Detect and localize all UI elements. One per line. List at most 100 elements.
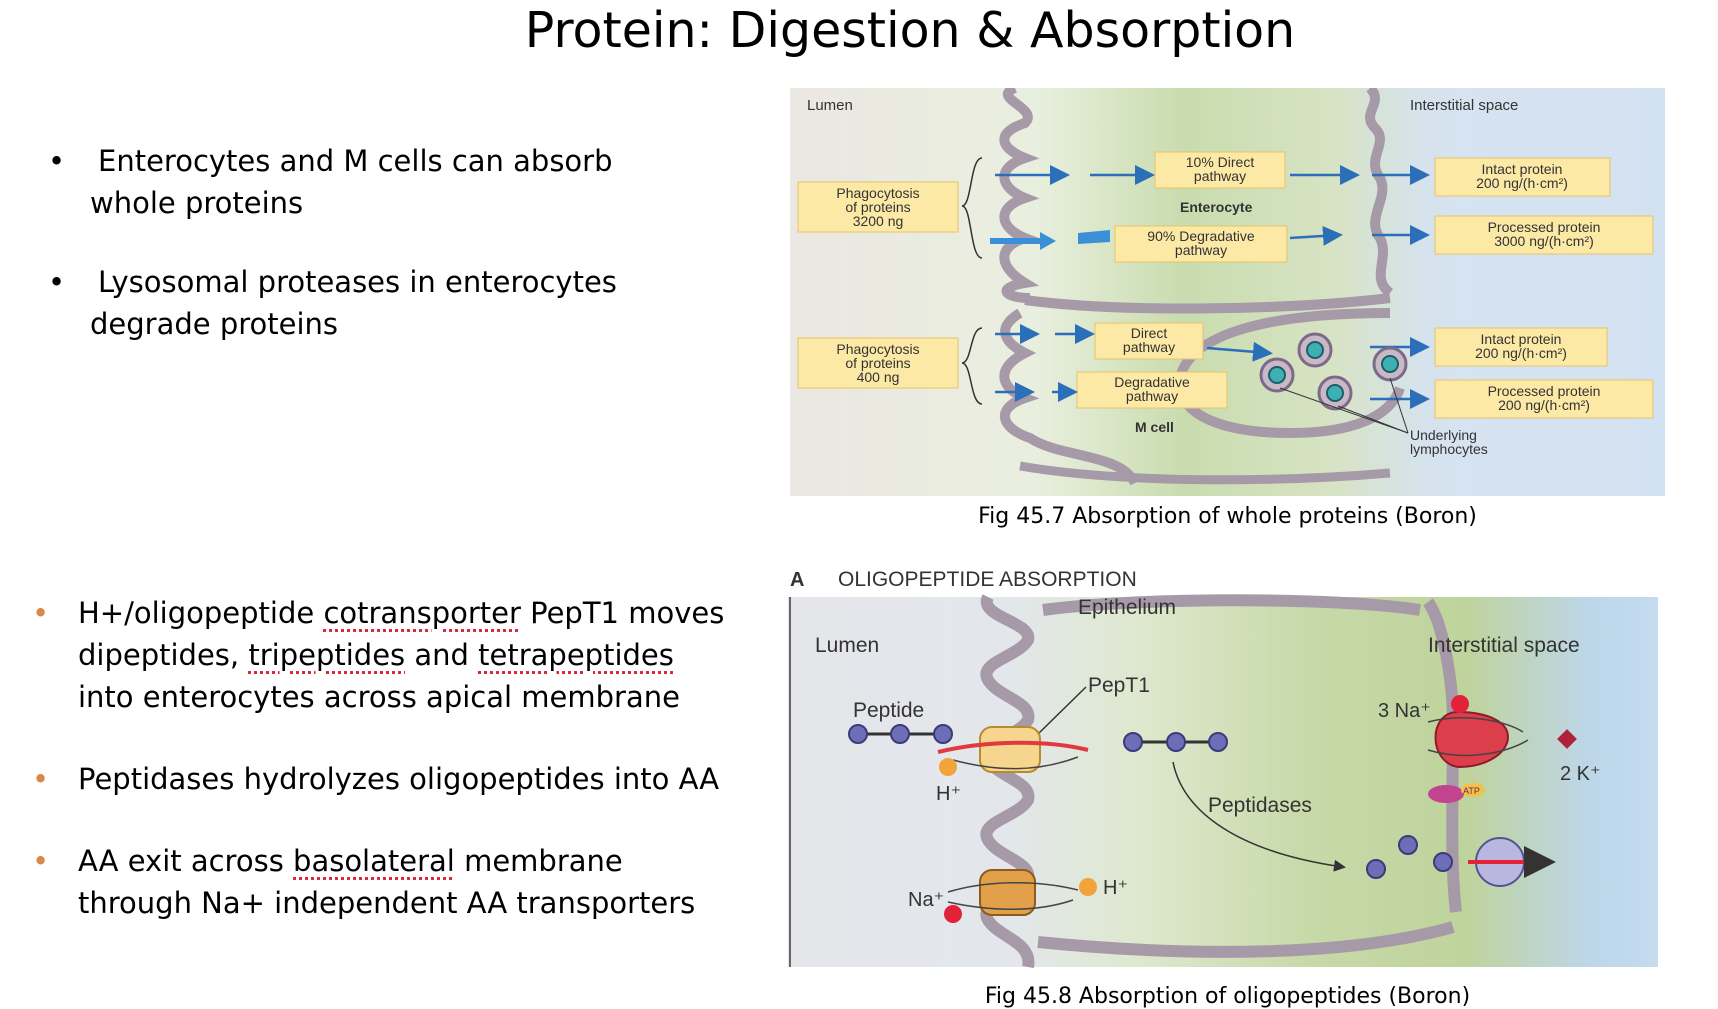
- box-text: 3000 ng/(h·cm²): [1494, 233, 1594, 249]
- bullet-dot: •: [32, 762, 50, 796]
- bottom-membrane: [1019, 461, 1391, 485]
- apical-membrane: [999, 88, 1040, 303]
- panel-title: OLIGOPEPTIDE ABSORPTION: [838, 568, 1137, 591]
- misspelled-word: cotransporter: [323, 596, 521, 630]
- box-text: pathway: [1175, 242, 1227, 258]
- atp-label: ATP: [1463, 786, 1480, 796]
- list-item: • Enterocytes and M cells can absorb who…: [48, 140, 728, 224]
- bullet-dot: •: [48, 265, 66, 299]
- lymphocyte-label: Underlying: [1410, 427, 1477, 443]
- bullet-line: Lysosomal proteases in enterocytes: [98, 265, 617, 299]
- box-text: Direct: [1131, 325, 1168, 341]
- list-item: • Peptidases hydrolyzes oligopeptides in…: [32, 758, 732, 800]
- list-item: • H+/oligopeptide cotransporter PepT1 mo…: [32, 592, 732, 718]
- degr90-box: [1114, 225, 1288, 263]
- direct-box: [1094, 322, 1204, 360]
- peptide-chain: [848, 724, 953, 744]
- box-text: Processed protein: [1488, 219, 1601, 235]
- text-run: membrane: [454, 844, 623, 878]
- bullet-line: Enterocytes and M cells can absorb: [98, 144, 613, 178]
- basolateral-membrane: [1365, 88, 1394, 297]
- misspelled-word: tripeptides: [248, 638, 406, 672]
- box-text: 400 ng: [857, 369, 900, 385]
- box-text: Degradative: [1114, 374, 1190, 390]
- direct10-box: [1154, 151, 1286, 189]
- enterocyte-label: Enterocyte: [1180, 199, 1253, 215]
- whole-protein-absorption-figure: Lumen Interstitial space Enterocyte M ce…: [790, 88, 1665, 496]
- na-ion: [944, 905, 962, 923]
- fig1-background: [790, 88, 1665, 496]
- degr-box: [1076, 371, 1228, 409]
- box-text: Intact protein: [1482, 161, 1563, 177]
- box-text: of proteins: [845, 355, 910, 371]
- output-box-1: [1434, 157, 1611, 197]
- phagocytosis-box-1: [797, 181, 959, 233]
- text-run: dipeptides,: [78, 638, 249, 672]
- box-text: 10% Direct: [1186, 154, 1255, 170]
- interstitial-label: Interstitial space: [1428, 634, 1580, 657]
- cell-junction: [1024, 293, 1391, 314]
- text-run: AA exit across: [78, 844, 294, 878]
- page-title: Protein: Digestion & Absorption: [524, 2, 1296, 59]
- basal-junction: [1037, 921, 1455, 958]
- box-text: pathway: [1126, 388, 1178, 404]
- text-run: into enterocytes across apical membrane: [78, 680, 680, 714]
- pept1-pointer: [1037, 686, 1087, 735]
- na-h-exchanger: [947, 869, 1079, 916]
- atp-molecule: [1428, 783, 1485, 803]
- top-bullet-list: • Enterocytes and M cells can absorb who…: [48, 140, 728, 382]
- bullet-dot: •: [48, 144, 66, 178]
- text-run: PepT1 moves: [520, 596, 725, 630]
- peptide-label: Peptide: [853, 699, 924, 722]
- box-text: Phagocytosis: [836, 185, 919, 201]
- lymphocyte-label: lymphocytes: [1410, 441, 1488, 457]
- h-ion: [1079, 878, 1097, 896]
- list-item: • Lysosomal proteases in enterocytes deg…: [48, 261, 728, 345]
- na-k-pump: [1427, 710, 1529, 769]
- figure-caption: Fig 45.8 Absorption of oligopeptides (Bo…: [984, 984, 1471, 1009]
- box-text: pathway: [1194, 168, 1246, 184]
- thick-arrows: [990, 230, 1110, 250]
- box-text: of proteins: [845, 199, 910, 215]
- brace-2: [961, 327, 983, 405]
- amino-acids: [1366, 835, 1453, 879]
- lumen-label: Lumen: [815, 634, 879, 657]
- box-text: 3200 ng: [853, 213, 904, 229]
- h-label-2: H⁺: [1103, 877, 1128, 899]
- box-text: 200 ng/(h·cm²): [1476, 175, 1568, 191]
- na-label: Na⁺: [908, 889, 944, 911]
- mcell-pocket: [1174, 308, 1405, 439]
- box-text: 200 ng/(h·cm²): [1498, 397, 1590, 413]
- bullet-line: degrade proteins: [90, 307, 339, 341]
- bullet-dot: •: [32, 596, 50, 630]
- box-text: 200 ng/(h·cm²): [1475, 345, 1567, 361]
- text-run: H+/oligopeptide: [78, 596, 324, 630]
- figure-caption: Fig 45.7 Absorption of whole proteins (B…: [978, 504, 1477, 529]
- na-ion: [1451, 695, 1469, 713]
- output-box-4: [1434, 379, 1654, 419]
- box-text: Intact protein: [1481, 331, 1562, 347]
- pept1-label: PepT1: [1088, 674, 1150, 697]
- fig2-background: [788, 597, 1658, 967]
- tight-junction: [1042, 594, 1421, 616]
- output-box-3: [1434, 327, 1608, 367]
- pept1-transporter: [937, 726, 1089, 773]
- peptidases-label: Peptidases: [1208, 794, 1312, 817]
- lumen-label: Lumen: [807, 97, 853, 114]
- k-ion: [1557, 729, 1577, 749]
- output-box-2: [1434, 215, 1654, 255]
- k2-label: 2 K⁺: [1560, 763, 1601, 785]
- intracellular-peptide: [1123, 732, 1228, 752]
- interstitial-label: Interstitial space: [1410, 97, 1518, 114]
- lymphocyte-pointers: [1279, 377, 1409, 434]
- list-item: • AA exit across basolateral membrane th…: [32, 840, 732, 924]
- bullet-line: whole proteins: [90, 186, 304, 220]
- panel-letter: A: [790, 569, 804, 591]
- h-label: H⁺: [936, 783, 961, 805]
